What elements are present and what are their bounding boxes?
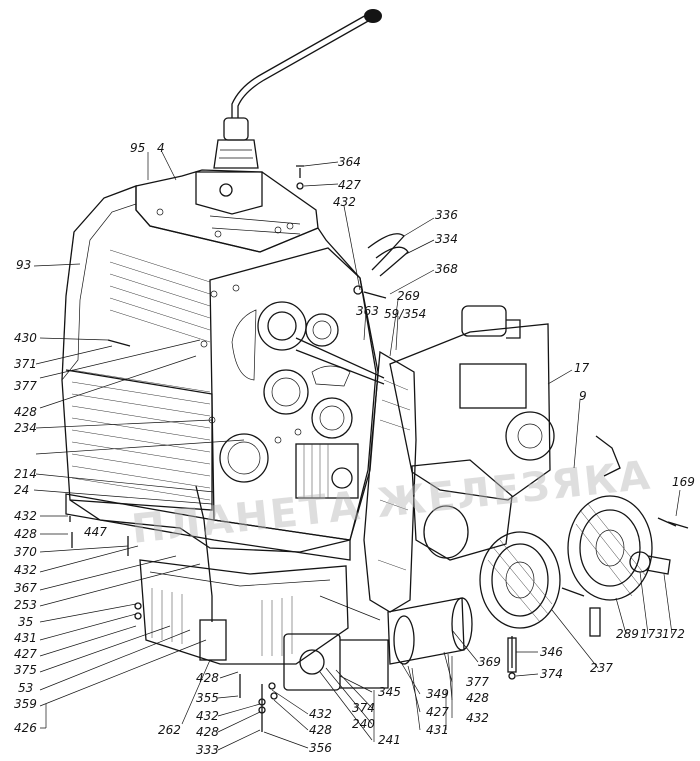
callout-label: 428 — [196, 725, 219, 739]
callout-label: 432 — [466, 711, 489, 725]
watermark-text: ПЛАНЕТА ЖЕЛЕЗЯКА — [130, 452, 654, 552]
callout-label: 234 — [14, 421, 37, 435]
callout-label: 427 — [14, 647, 37, 661]
callout-label: 368 — [435, 262, 458, 276]
callout-label: 269 — [397, 289, 420, 303]
callout-label: 169 — [672, 475, 695, 489]
callout-label: 369 — [478, 655, 501, 669]
callout-label: 428 — [14, 405, 37, 419]
callout-label: 432 — [196, 709, 219, 723]
callout-label: 53 — [18, 681, 33, 695]
callout-label: 289 — [616, 627, 639, 641]
callout-label: 9 — [579, 389, 587, 403]
callout-label: 447 — [84, 525, 107, 539]
callout-label: 355 — [196, 691, 219, 705]
callout-label: 374 — [352, 701, 375, 715]
callout-label: 377 — [14, 379, 37, 393]
callout-label: 356 — [309, 741, 332, 755]
callout-label: 374 — [540, 667, 563, 681]
callout-label: 253 — [14, 598, 37, 612]
callout-label: 367 — [14, 581, 37, 595]
lower-shaft-assembly — [283, 595, 517, 691]
callout-label: 428 — [466, 691, 489, 705]
callout-label: 349 — [426, 687, 449, 701]
fasteners — [69, 165, 677, 732]
leader-lines — [33, 151, 681, 751]
callout-label: 427 — [338, 178, 361, 192]
callout-label: 428 — [309, 723, 332, 737]
callout-label: 370 — [14, 545, 37, 559]
callout-label: 363 — [356, 304, 379, 318]
callout-label: 59/354 — [384, 307, 426, 321]
callout-label: 345 — [378, 685, 401, 699]
callout-label: 336 — [435, 208, 458, 222]
callout-label: 359 — [14, 697, 37, 711]
callout-label: 24 — [14, 483, 29, 497]
part-labels: 95 4 364 427 432 336 334 368 93 269 363 … — [14, 141, 695, 757]
callout-label: 214 — [14, 467, 37, 481]
callout-label: 430 — [14, 331, 37, 345]
callout-label: 431 — [426, 723, 449, 737]
callout-label: 426 — [14, 721, 37, 735]
callout-label: 432 — [14, 563, 37, 577]
callout-label: 371 — [14, 357, 37, 371]
callout-label: 17 — [574, 361, 590, 375]
callout-label: 334 — [435, 232, 458, 246]
callout-label: 364 — [338, 155, 361, 169]
callout-label: 173 — [640, 627, 663, 641]
callout-label: 95 — [130, 141, 145, 155]
callout-label: 4 — [157, 141, 165, 155]
callout-label: 428 — [14, 527, 37, 541]
callout-label: 375 — [14, 663, 37, 677]
callout-label: 377 — [466, 675, 489, 689]
callout-label: 237 — [590, 661, 613, 675]
callout-label: 240 — [352, 717, 375, 731]
shift-lever — [213, 9, 382, 169]
callout-label: 428 — [196, 671, 219, 685]
callout-label: 93 — [16, 258, 31, 272]
callout-label: 262 — [158, 723, 181, 737]
callout-label: 241 — [378, 733, 401, 747]
callout-label: 431 — [14, 631, 37, 645]
callout-label: 172 — [662, 627, 685, 641]
callout-label: 35 — [18, 615, 33, 629]
callout-label: 427 — [426, 705, 449, 719]
callout-label: 333 — [196, 743, 219, 757]
callout-label: 346 — [540, 645, 563, 659]
right-assembly — [389, 305, 689, 637]
callout-label: 432 — [14, 509, 37, 523]
callout-label: 432 — [309, 707, 332, 721]
callout-label: 432 — [333, 195, 356, 209]
